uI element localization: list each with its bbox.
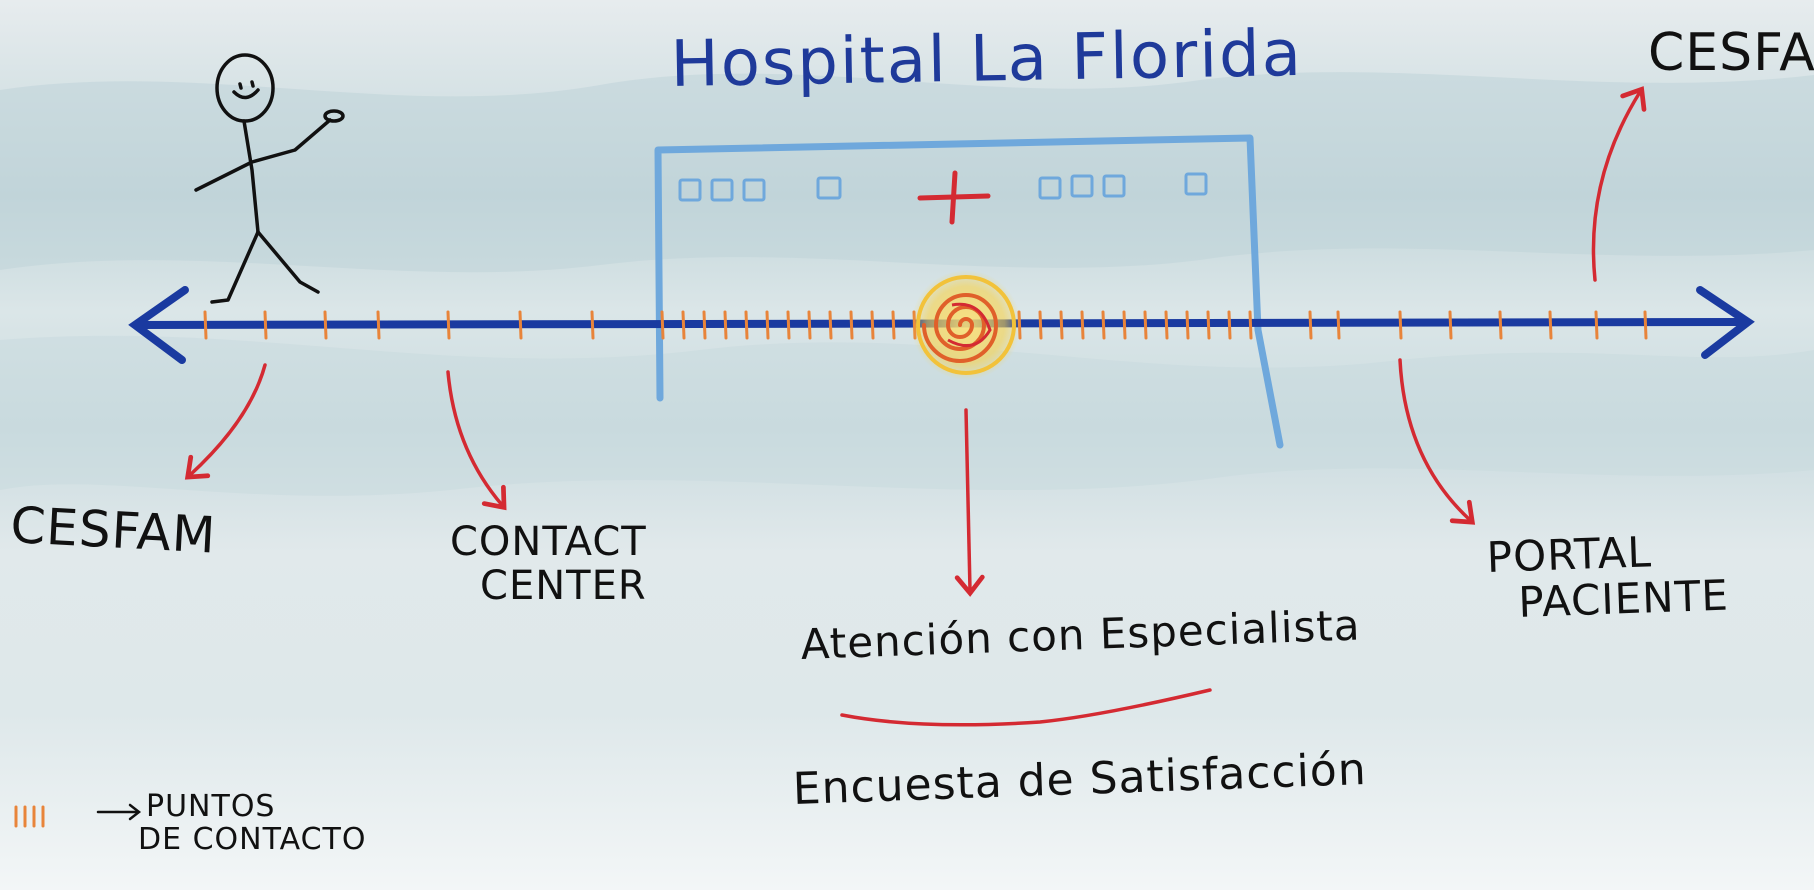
- hospital-building-icon: [654, 134, 1284, 449]
- legend-arrow-icon: [96, 803, 142, 821]
- touchpoint-tick: [765, 310, 770, 340]
- touchpoint-tick: [1164, 310, 1169, 340]
- legend-label: PUNTOS DE CONTACTO: [138, 789, 366, 856]
- touchpoint-tick: [1080, 310, 1085, 340]
- red-arrows: [184, 86, 1647, 727]
- label-contact-center-line2: CENTER: [480, 563, 647, 609]
- stick-figure-icon: [194, 53, 345, 304]
- label-contact-center-line1: CONTACT: [450, 519, 647, 565]
- touchpoint-tick: [376, 310, 381, 340]
- touchpoint-tick: [1038, 310, 1043, 340]
- touchpoint-tick: [1101, 310, 1106, 340]
- touchpoint-tick: [1227, 310, 1232, 340]
- arrow-to-atencion: [954, 408, 985, 597]
- arrow-to-cesfam-right: [1591, 86, 1647, 282]
- touchpoint-tick: [1059, 310, 1064, 340]
- touchpoint-tick: [1398, 310, 1403, 340]
- touchpoint-tick: [1248, 310, 1253, 340]
- label-portal-line2: PACIENTE: [1517, 570, 1730, 628]
- touchpoint-tick: [849, 310, 854, 340]
- medical-cross-icon: [917, 170, 991, 225]
- touchpoint-tick: [891, 310, 896, 340]
- touchpoint-tick: [786, 310, 791, 340]
- touchpoint-tick: [702, 310, 707, 340]
- legend-ticks-icon: [14, 805, 45, 828]
- label-cesfam-right: CESFAM: [1648, 23, 1814, 83]
- legend-label-line1: PUNTOS: [146, 789, 276, 824]
- summary-brace: [840, 688, 1212, 727]
- touchpoint-tick: [446, 310, 451, 340]
- swirl-highlight-icon: [911, 270, 1021, 380]
- touchpoint-tick: [1143, 310, 1148, 340]
- arrow-to-cesfam-left: [184, 363, 267, 480]
- touchpoint-tick: [828, 310, 833, 340]
- touchpoint-tick: [1185, 310, 1190, 340]
- touchpoint-ticks: [203, 310, 1648, 340]
- touchpoint-tick: [1336, 310, 1341, 340]
- hospital-windows-right: [1038, 172, 1208, 200]
- touchpoint-tick: [1594, 310, 1599, 340]
- touchpoint-tick: [590, 310, 595, 340]
- label-cesfam-left: CESFAM: [9, 496, 218, 565]
- touchpoint-tick: [1122, 310, 1127, 340]
- touchpoint-tick: [1448, 310, 1453, 340]
- touchpoint-tick: [1548, 310, 1553, 340]
- label-contact-center: CONTACT CENTER: [450, 520, 647, 608]
- touchpoint-tick: [1498, 310, 1503, 340]
- touchpoint-tick: [263, 310, 268, 340]
- legend-label-line2: DE CONTACTO: [138, 822, 367, 857]
- background-cloud-band-lower: [0, 335, 1814, 496]
- touchpoint-tick: [1643, 310, 1648, 340]
- touchpoint-tick: [744, 310, 749, 340]
- hospital-windows-left: [678, 176, 842, 202]
- touchpoint-tick: [1308, 310, 1313, 340]
- touchpoint-tick: [870, 310, 875, 340]
- touchpoint-tick: [323, 310, 328, 340]
- diagram-title: Hospital La Florida: [669, 16, 1304, 102]
- touchpoint-tick: [1206, 310, 1211, 340]
- arrow-to-contact-center: [446, 370, 507, 511]
- touchpoint-tick: [660, 310, 665, 340]
- arrow-to-portal-paciente: [1398, 358, 1476, 525]
- background-cloud-band: [0, 72, 1814, 273]
- touchpoint-tick: [681, 310, 686, 340]
- label-portal-paciente: PORTAL PACIENTE: [1486, 527, 1730, 628]
- touchpoint-tick: [807, 310, 812, 340]
- touchpoint-tick: [723, 310, 728, 340]
- touchpoint-tick: [518, 310, 523, 340]
- touchpoint-tick: [203, 310, 208, 340]
